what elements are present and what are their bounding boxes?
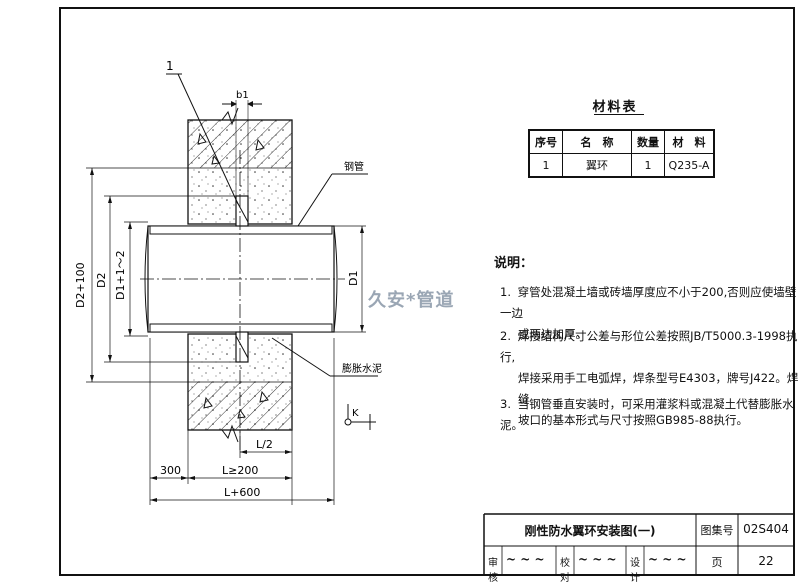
leader-1 (177, 73, 239, 205)
atlas-label: 图集号 (700, 524, 734, 537)
dim-d1: D1 (347, 271, 360, 286)
dim-l-600: L+600 (224, 486, 260, 499)
materials-title-underline (594, 114, 644, 115)
review-label: 审核 (488, 558, 498, 584)
atlas-number: 02S404 (743, 522, 789, 536)
label-k: K (352, 408, 359, 419)
table-header-row: 序号 名 称 数量 材 料 (528, 129, 715, 154)
dim-d2-100: D2+100 (74, 262, 87, 308)
dim-l-ge-200: L≥200 (222, 464, 258, 477)
break-line-bottom (221, 424, 239, 443)
page-label: 页 (711, 556, 723, 569)
table-row: 1 翼环 1 Q235-A (528, 153, 715, 178)
design-signature: ~ ~ ~ (648, 552, 687, 566)
note-1: 1. 穿管处混凝土墙或砖墙厚度应不小于200,否则应使墙壁一边 或两边加厚。 (500, 282, 800, 345)
break-line-top (221, 107, 239, 126)
note-number: 3. (500, 397, 511, 411)
header-cell: 材 料 (664, 129, 715, 154)
header-cell: 名 称 (562, 129, 632, 154)
note-2: 2. 焊接结构尺寸公差与形位公差按照JB/T5000.3-1998执行, 焊接采… (500, 326, 800, 431)
note-3: 3. 当钢管垂直安装时，可采用灌浆料或混凝土代替膨胀水泥。 (500, 394, 800, 436)
notes-title: 说明： (494, 256, 534, 271)
dim-l-half: L/2 (256, 438, 273, 451)
design-label: 设计 (630, 558, 640, 584)
table-cell: 翼环 (562, 153, 632, 178)
materials-title: 材料表 (592, 100, 638, 115)
dim-b1: b1 (236, 90, 249, 101)
dim-d1-1-2: D1+1～2 (114, 250, 127, 300)
page-number: 22 (758, 554, 774, 568)
label-expansion-cement: 膨胀水泥 (342, 362, 382, 375)
watermark: 久安*管道 (368, 290, 455, 311)
table-cell: 1 (631, 153, 665, 178)
note-line: 坡口的基本形式与尺寸按照GB985-88执行。 (518, 413, 749, 427)
check-signature: ~ ~ ~ (578, 552, 617, 566)
note-line: 焊接结构尺寸公差与形位公差按照JB/T5000.3-1998执行, (500, 329, 798, 364)
note-number: 2. (500, 329, 511, 343)
leader-number: 1 (166, 59, 174, 73)
dim-left (86, 167, 236, 383)
header-cell: 数量 (631, 129, 665, 154)
title-block-frame (483, 513, 794, 575)
note-line: 焊接采用手工电弧焊，焊条型号E4303，牌号J422。焊缝 (518, 371, 799, 406)
header-cell: 序号 (528, 129, 563, 154)
table-cell: 1 (528, 153, 563, 178)
note-number: 1. (500, 285, 511, 299)
dim-300: 300 (160, 464, 181, 477)
dim-d2: D2 (95, 273, 108, 288)
check-label: 校对 (560, 558, 570, 584)
note-line: 穿管处混凝土墙或砖墙厚度应不小于200,否则应使墙壁一边 (500, 285, 797, 320)
note-line: 当钢管垂直安装时，可采用灌浆料或混凝土代替膨胀水泥。 (500, 397, 794, 432)
drawing-title: 刚性防水翼环安装图(一) (524, 524, 656, 538)
label-steel-pipe: 钢管 (344, 160, 364, 173)
note-line: 或两边加厚。 (518, 327, 587, 341)
table-cell: Q235-A (664, 153, 715, 178)
review-signature: ~ ~ ~ (506, 552, 545, 566)
materials-table: 序号 名 称 数量 材 料 1 翼环 1 Q235-A (528, 129, 715, 178)
sheet-frame (59, 7, 795, 576)
